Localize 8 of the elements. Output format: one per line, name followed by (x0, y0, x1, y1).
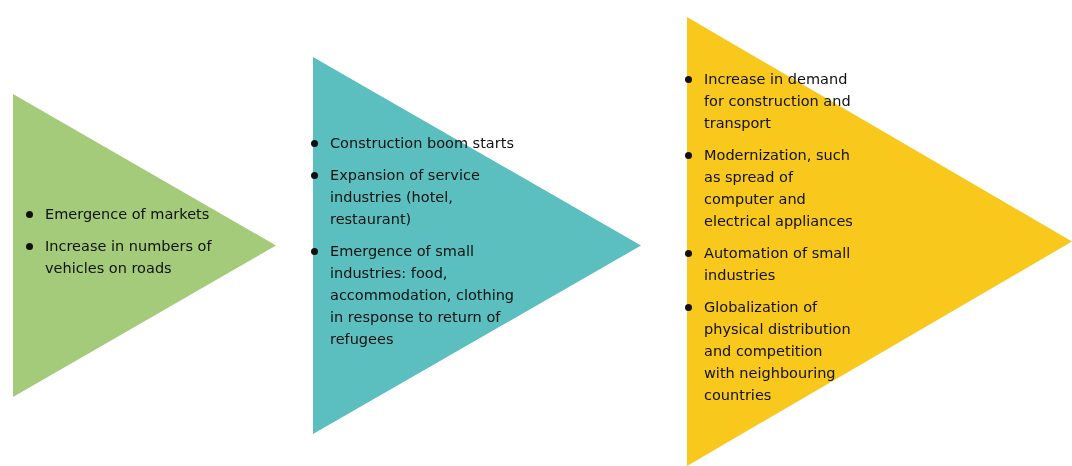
bullet-text: Emergence of small industries: food, accommodation, clothing in response to return of refugees (330, 242, 515, 347)
bullet-text: Globalization of physical distribution and competition with neighbouring countries (704, 298, 851, 403)
bullet-text: Expansion of service industries (hotel, restaurant) (330, 166, 480, 227)
bullet-text: Automation of small industries (704, 244, 851, 283)
bullet-text: Emergence of markets (45, 205, 210, 222)
bullet-text: Construction boom starts (330, 134, 514, 151)
bullet-text: Increase in numbers of vehicles on roads (45, 237, 212, 276)
bullet-text: Modernization, such as spread of computer and electrical appliances (704, 146, 853, 229)
